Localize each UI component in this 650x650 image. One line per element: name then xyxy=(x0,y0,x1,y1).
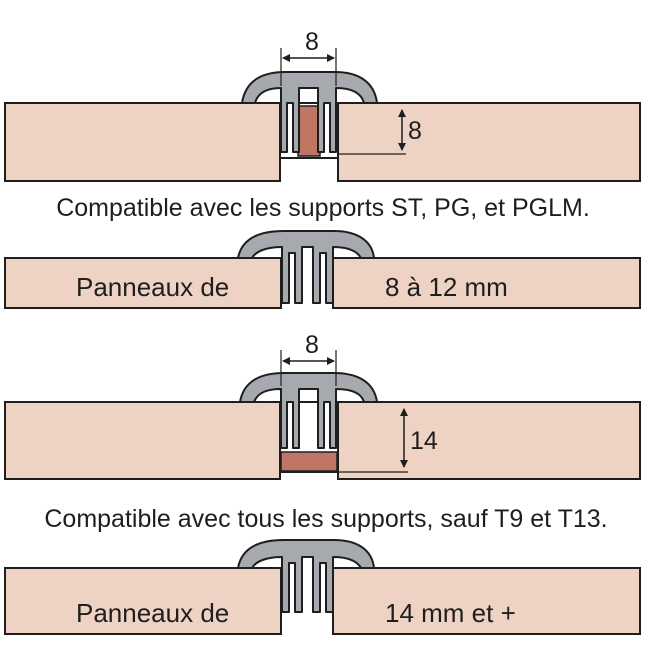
panel-right xyxy=(337,401,641,480)
t-profile xyxy=(237,539,375,613)
section-14mm-cross-section: 8 14 xyxy=(4,331,641,480)
panel-label-right: 8 à 12 mm xyxy=(385,272,508,302)
panel-left xyxy=(4,102,281,182)
width-label: 8 xyxy=(305,28,319,56)
panel-label-left: Panneaux de xyxy=(76,598,229,628)
insert-block xyxy=(297,105,321,157)
panel-right xyxy=(337,102,641,182)
section2-caption: Compatible avec tous les supports, sauf … xyxy=(44,505,607,533)
t-profile xyxy=(239,372,378,449)
section-8mm-cross-section: 8 8 xyxy=(4,28,641,182)
width-label: 8 xyxy=(305,331,319,359)
section-14mm-assembly: Panneaux de 14 mm et + xyxy=(4,539,641,635)
panel-right xyxy=(332,257,641,309)
t-profile xyxy=(241,71,378,153)
panel-right xyxy=(332,567,641,635)
t-profile xyxy=(237,230,375,304)
panel-left xyxy=(4,401,281,480)
depth-label: 8 xyxy=(408,117,422,145)
panel-label-left: Panneaux de xyxy=(76,272,229,302)
depth-label: 14 xyxy=(410,427,438,455)
section-8mm-assembly: Panneaux de 8 à 12 mm xyxy=(4,230,641,309)
section1-caption: Compatible avec les supports ST, PG, et … xyxy=(56,194,590,222)
panel-label-right: 14 mm et + xyxy=(385,598,516,628)
insert-block xyxy=(280,451,338,472)
panel-left xyxy=(4,257,282,309)
